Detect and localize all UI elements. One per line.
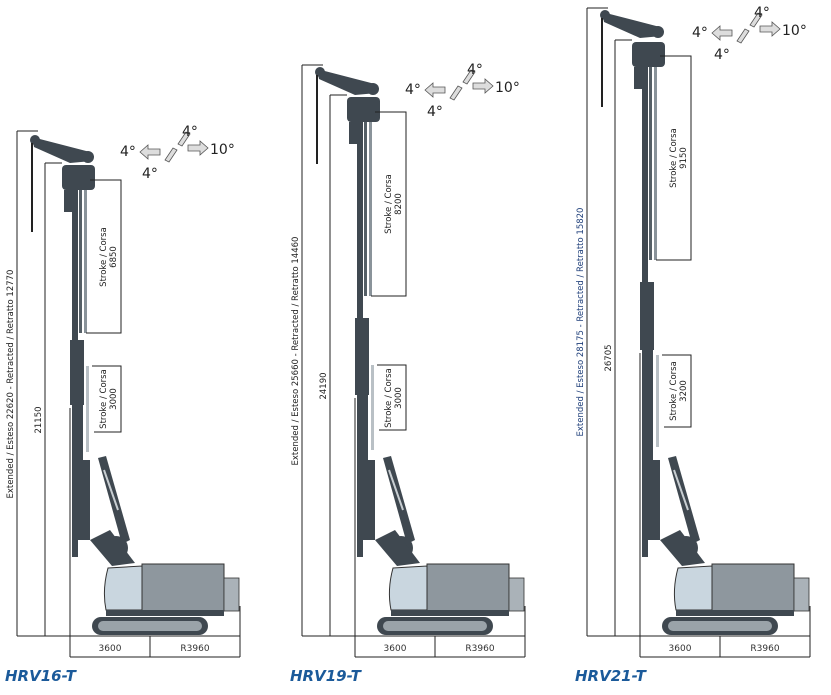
angle-right-label: 10° xyxy=(495,80,520,96)
tail-radius-label: R3960 xyxy=(465,644,494,654)
tail-radius-label: R3960 xyxy=(750,644,779,654)
mast-height-label: 26705 xyxy=(604,344,614,371)
carrier-body xyxy=(673,563,810,616)
lower-stroke-value: 3200 xyxy=(679,380,689,402)
carrier-body xyxy=(388,563,525,616)
lower-stroke-bracket xyxy=(662,354,692,428)
mast xyxy=(355,122,375,557)
crawler-tracks xyxy=(662,617,778,635)
carrier-body xyxy=(103,563,240,616)
arrow-left-icon xyxy=(139,144,161,160)
arrow-right-icon xyxy=(187,140,209,156)
extended-retracted-height-label: Extended / Esteso 25660 - Retracted / Re… xyxy=(291,237,301,466)
lower-stroke-label: Stroke / Corsa xyxy=(669,361,679,421)
lower-stroke-label: Stroke / Corsa xyxy=(99,369,109,429)
mast-height-label: 24190 xyxy=(319,372,329,399)
lower-stroke-bracket xyxy=(377,364,407,431)
angle-right-label: 10° xyxy=(210,142,235,158)
crawler-tracks xyxy=(92,617,208,635)
angle-front-label: 4° xyxy=(714,47,730,63)
mast-height-label: 21150 xyxy=(34,406,44,433)
angle-front-label: 4° xyxy=(427,104,443,120)
angle-back-label: 4° xyxy=(182,124,198,140)
rotary-head-clamp xyxy=(64,190,72,212)
upper-stroke-bracket xyxy=(656,55,692,261)
base-width-label: 3600 xyxy=(99,644,122,654)
height-dimension-lines xyxy=(586,7,811,658)
tail-radius-label: R3960 xyxy=(180,644,209,654)
mast-inclination-indicator: 4° 10° 4° 4° xyxy=(692,5,807,63)
arrow-right-icon xyxy=(472,78,494,94)
rotary-head xyxy=(62,165,95,190)
mast-inclination-indicator: 4° 10° 4° 4° xyxy=(120,124,235,182)
boom-arm xyxy=(90,456,135,566)
lower-stroke-value: 3000 xyxy=(394,387,404,409)
angle-back-label: 4° xyxy=(467,62,483,78)
rig-3: Extended / Esteso 28175 - Retracted / Re… xyxy=(575,5,811,685)
upper-stroke-label: Stroke / Corsa xyxy=(669,128,679,188)
height-dimension-lines xyxy=(16,130,241,658)
lower-stroke-value: 3000 xyxy=(109,388,119,410)
angle-back-label: 4° xyxy=(754,5,770,21)
boom-arm xyxy=(660,456,705,566)
angle-left-label: 4° xyxy=(405,82,421,98)
upper-stroke-label: Stroke / Corsa xyxy=(384,174,394,234)
upper-stroke-value: 9150 xyxy=(679,147,689,169)
upper-stroke-label: Stroke / Corsa xyxy=(99,227,109,287)
lower-stroke-bracket xyxy=(92,365,122,433)
crawler-tracks xyxy=(377,617,493,635)
height-dimension-lines xyxy=(301,64,526,658)
mast-crown xyxy=(30,135,94,232)
mast-crown xyxy=(600,10,664,107)
mast-crown xyxy=(315,67,379,164)
upper-stroke-value: 8200 xyxy=(394,193,404,215)
mast xyxy=(70,190,90,557)
upper-stroke-value: 6850 xyxy=(109,246,119,268)
extended-retracted-height-label: Extended / Esteso 22620 - Retracted / Re… xyxy=(6,270,16,499)
model-title: HRV21-T xyxy=(575,667,648,685)
model-title: HRV19-T xyxy=(290,667,363,685)
rotary-head xyxy=(347,97,380,122)
base-width-label: 3600 xyxy=(669,644,692,654)
angle-right-label: 10° xyxy=(782,23,807,39)
extended-retracted-height-label: Extended / Esteso 28175 - Retracted / Re… xyxy=(576,208,586,437)
rig-2: Extended / Esteso 25660 - Retracted / Re… xyxy=(290,62,526,685)
tilt-plate-icon xyxy=(736,12,763,44)
model-title: HRV16-T xyxy=(5,667,78,685)
rig-1: Extended / Esteso 22620 - Retracted / Re… xyxy=(5,124,241,685)
angle-front-label: 4° xyxy=(142,166,158,182)
rotary-head-clamp xyxy=(349,122,357,144)
arrow-right-icon xyxy=(759,21,781,37)
tilt-plate-icon xyxy=(449,69,476,101)
rotary-head-clamp xyxy=(634,67,642,89)
mast-inclination-indicator: 4° 10° 4° 4° xyxy=(405,62,520,120)
mast xyxy=(640,67,660,557)
rotary-head xyxy=(632,42,665,67)
lower-stroke-label: Stroke / Corsa xyxy=(384,368,394,428)
angle-left-label: 4° xyxy=(692,25,708,41)
arrow-left-icon xyxy=(711,25,733,41)
angle-left-label: 4° xyxy=(120,144,136,160)
upper-stroke-bracket xyxy=(86,179,122,334)
arrow-left-icon xyxy=(424,82,446,98)
boom-arm xyxy=(375,456,420,566)
base-width-label: 3600 xyxy=(384,644,407,654)
upper-stroke-bracket xyxy=(371,111,407,297)
tilt-plate-icon xyxy=(164,131,191,163)
